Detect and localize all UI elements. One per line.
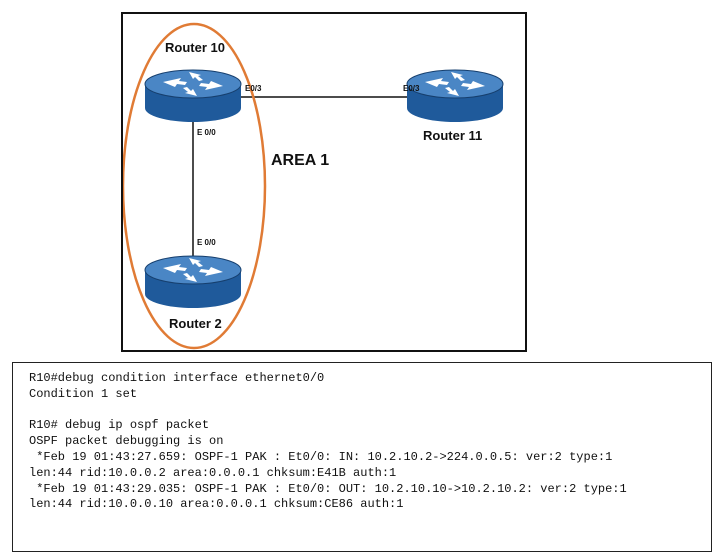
port-label-r2-e00: E 0/0 <box>197 238 216 247</box>
port-label-r10-e03: E0/3 <box>245 84 262 93</box>
port-label-r11-e03: E0/3 <box>403 84 420 93</box>
router-2-label: Router 2 <box>169 316 222 331</box>
router-2-icon <box>144 255 242 309</box>
console-line: len:44 rid:10.0.0.10 area:0.0.0.1 chksum… <box>29 497 404 512</box>
router-10-label: Router 10 <box>165 40 225 55</box>
router-11-icon <box>406 69 504 123</box>
console-line: OSPF packet debugging is on <box>29 434 224 449</box>
port-label-r10-e00: E 0/0 <box>197 128 216 137</box>
console-line: *Feb 19 01:43:27.659: OSPF-1 PAK : Et0/0… <box>29 449 613 464</box>
console-line: len:44 rid:10.0.0.2 area:0.0.0.1 chksum:… <box>29 465 397 480</box>
console-line: Condition 1 set <box>29 386 138 401</box>
topology-drawing <box>123 22 504 350</box>
console-line: R10#debug condition interface ethernet0/… <box>29 371 325 385</box>
router-10-icon <box>144 69 242 123</box>
console-line <box>29 403 711 419</box>
network-diagram: Router 10 Router 11 Router 2 E0/3 E0/3 E… <box>121 12 527 352</box>
router-11-label: Router 11 <box>423 128 483 143</box>
area-label: AREA 1 <box>271 152 330 169</box>
console-line: R10# debug ip ospf packet <box>29 418 210 433</box>
console-output-panel: R10#debug condition interface ethernet0/… <box>12 362 712 552</box>
console-line: *Feb 19 01:43:29.035: OSPF-1 PAK : Et0/0… <box>29 481 627 496</box>
area-1-outline <box>123 22 267 350</box>
